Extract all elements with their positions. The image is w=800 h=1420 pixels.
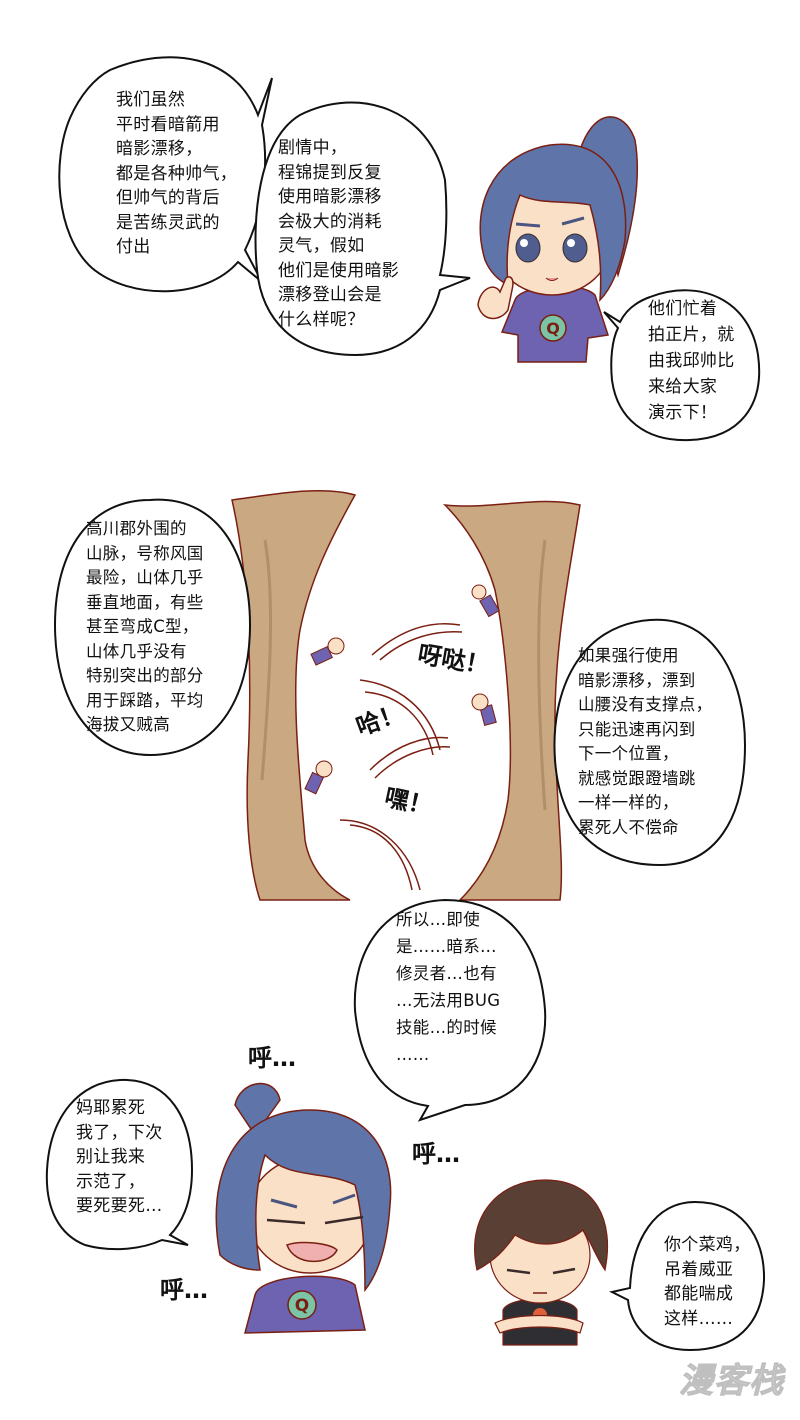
shirt-q-letter: Q [546, 319, 560, 338]
watermark-logo: 漫客栈 [679, 1361, 784, 1402]
cliff-scene [53, 489, 747, 901]
bubble-right-text: 如果强行使用 暗影漂移，漂到 山腰没有支撑点， 只能迅速再闪到 下一个位置， 就… [578, 646, 713, 837]
sfx-hu-3: 呼… [160, 1276, 208, 1304]
ponytail-boy-character: Q [477, 116, 639, 363]
bubble-left-text: 妈耶累死 我了，下次 别让我来 示范了， 要死要死… [76, 1098, 163, 1216]
sfx-hu-2: 呼… [412, 1140, 460, 1168]
bubble-top-text: 所以…即使 是……暗系… 修灵者…也有 …无法用BUG 技能…的时候 …… [396, 910, 501, 1064]
climber-figures [304, 584, 500, 795]
sfx-hu-1: 呼… [248, 1044, 296, 1072]
bubble-left-text: 高川郡外围的 山脉，号称风国 最险，山体几乎 垂直地面，有些 甚至弯成C型， 山… [86, 519, 204, 734]
brown-hair-boy-character [474, 1179, 609, 1346]
bubble-left-text: 我们虽然 平时看暗箭用 暗影漂移， 都是各种帅气， 但帅气的背后 是苦练灵武的 … [116, 90, 238, 257]
bubble-middle-text: 剧情中， 程锦提到反复 使用暗影漂移 会极大的消耗 灵气，假如 他们是使用暗影 … [278, 138, 400, 330]
ponytail-boy-tired-character: Q [215, 1083, 392, 1334]
bubble-right-text: 他们忙着 拍正片，就 由我邱帅比 来给大家 演示下！ [648, 299, 735, 423]
bubble-right-text: 你个菜鸡， 吊着威亚 都能喘成 这样…… [664, 1235, 751, 1329]
panel3-bubbles [45, 898, 766, 1352]
shirt-q-letter: Q [295, 1296, 309, 1316]
speech-bubble-left [58, 56, 761, 442]
